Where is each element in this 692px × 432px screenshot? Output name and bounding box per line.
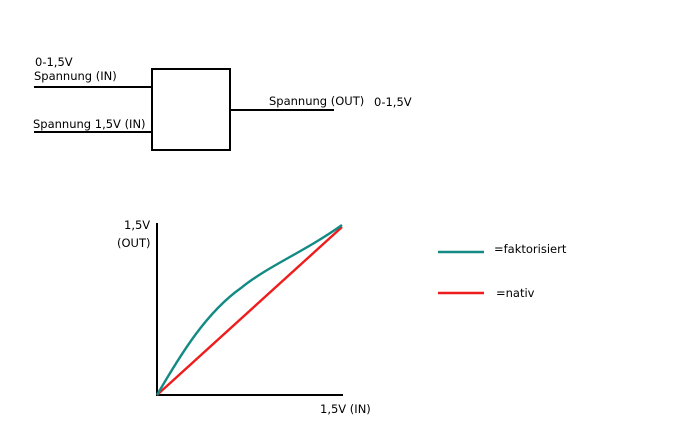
nativ-line [156, 226, 343, 396]
faktorisiert-curve [155, 224, 343, 396]
output-range-label: 0-1,5V [374, 95, 412, 109]
x-axis-label: 1,5V (IN) [320, 402, 371, 416]
legend-label-nativ: =nativ [496, 286, 535, 300]
input2-label: Spannung 1,5V (IN) [33, 117, 146, 131]
processing-block [151, 68, 231, 151]
output-label: Spannung (OUT) [269, 94, 365, 108]
y-axis-value-label: 1,5V [124, 218, 151, 232]
input1-label: Spannung (IN) [34, 69, 117, 83]
y-axis-unit-label: (OUT) [117, 236, 151, 250]
input1-range-label: 0-1,5V [35, 55, 73, 69]
legend-label-faktorisiert: =faktorisiert [494, 242, 567, 256]
